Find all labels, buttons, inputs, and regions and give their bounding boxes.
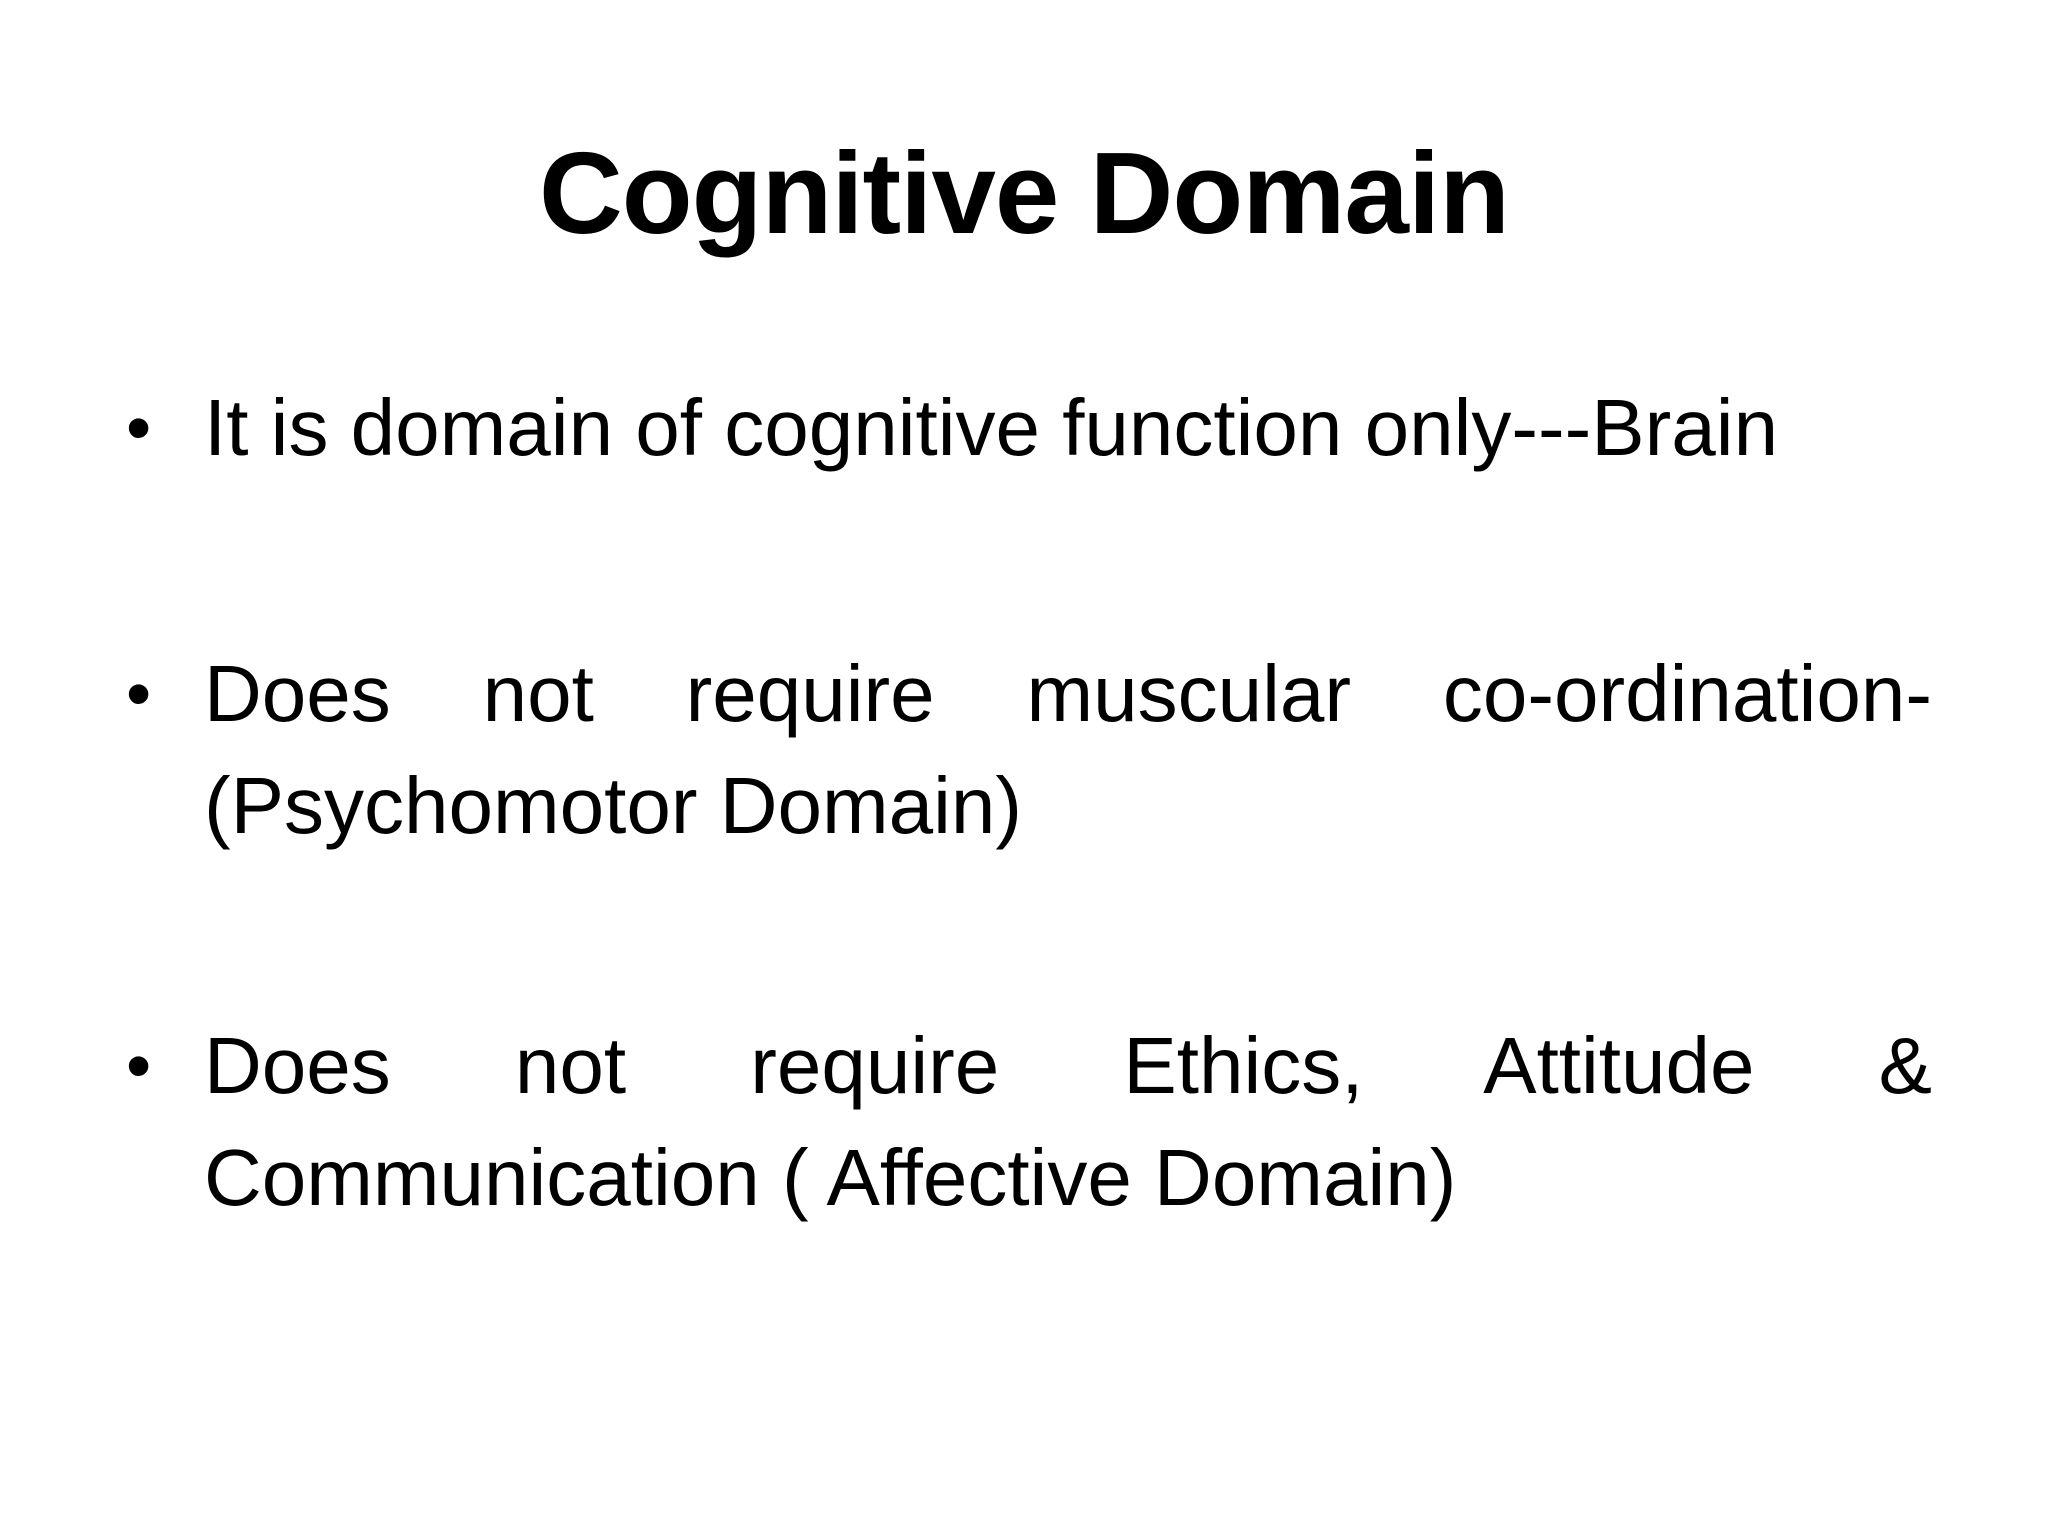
bullet-text: Does not require Ethics, Attitude & Comm…: [204, 1021, 1932, 1222]
bullet-item: • Does not require Ethics, Attitude & Co…: [126, 1010, 1932, 1234]
slide-title: Cognitive Domain: [538, 128, 1510, 258]
bullet-item: • Does not require muscular co-ordinatio…: [126, 638, 1932, 862]
bullet-dot-icon: •: [126, 654, 152, 734]
bullet-item: • It is domain of cognitive function onl…: [126, 372, 1932, 484]
bullet-text: It is domain of cognitive function only-…: [204, 383, 1779, 472]
bullet-text: Does not require muscular co-ordination-…: [204, 649, 1932, 850]
bullet-dot-icon: •: [126, 1026, 152, 1106]
bullet-dot-icon: •: [126, 388, 152, 468]
